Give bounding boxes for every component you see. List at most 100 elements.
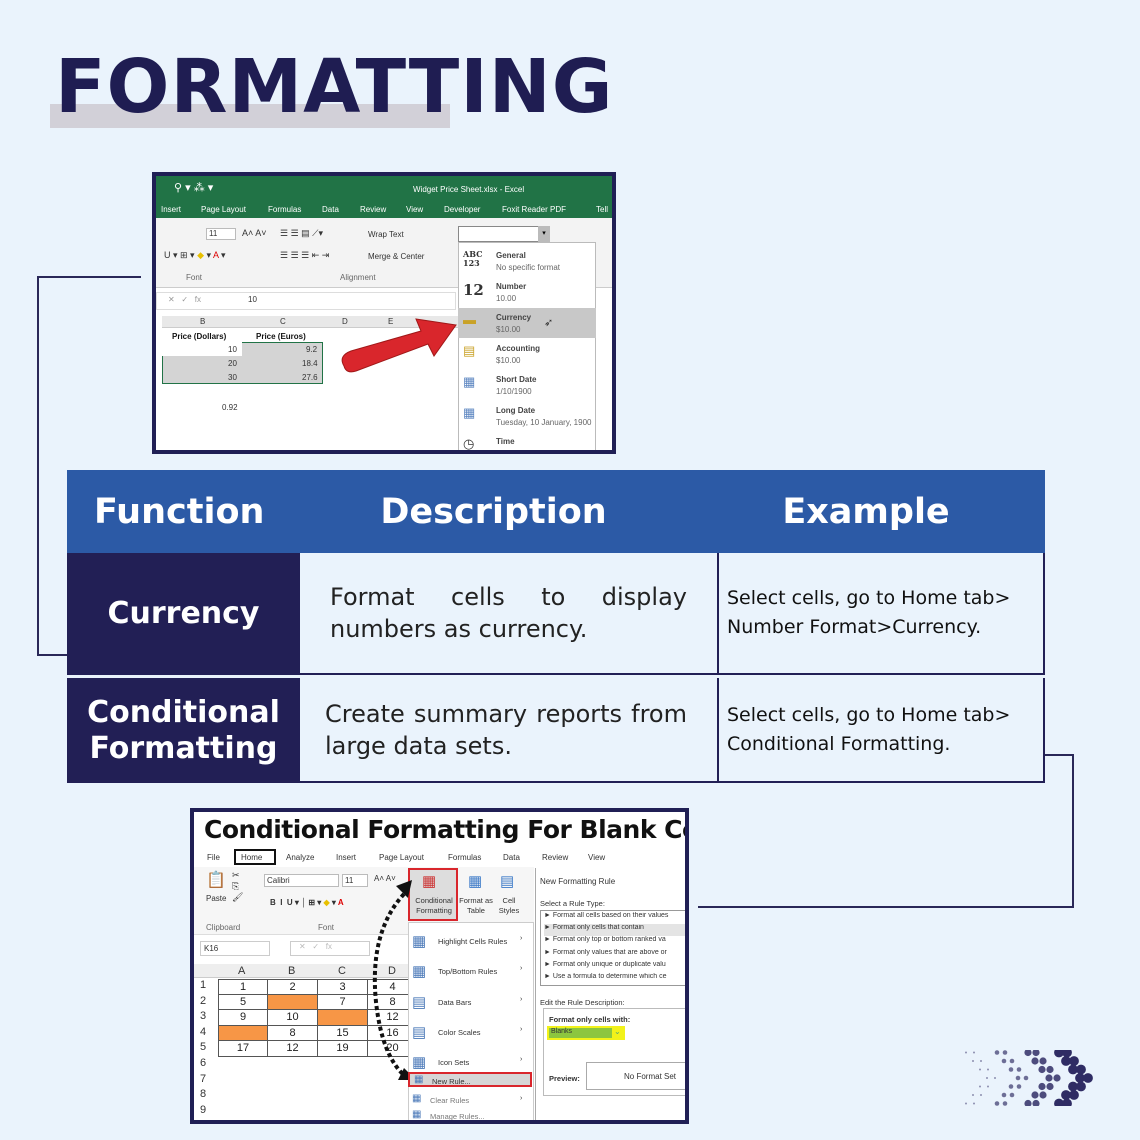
menu-item-clear-rules[interactable]: ▦ Clear Rules ›	[408, 1093, 532, 1108]
tab-view[interactable]: View	[406, 205, 424, 214]
grid-cell[interactable]: 7	[318, 994, 368, 1011]
blanks-dropdown[interactable]	[549, 1028, 612, 1038]
row-number[interactable]: 5	[200, 1041, 207, 1054]
format-option-number[interactable]: 12 Number 10.00	[458, 277, 596, 307]
font-grow-icon[interactable]: A˄ A˅	[242, 228, 267, 238]
number-format-dropdown[interactable]	[458, 226, 550, 242]
tab-formulas[interactable]: Formulas	[268, 205, 302, 214]
tab-developer[interactable]: Developer	[444, 205, 481, 214]
tab-home[interactable]: Home	[241, 853, 263, 862]
formula-value[interactable]: 10	[248, 295, 257, 304]
formula-bar[interactable]: ✕ ✓ fx	[290, 941, 370, 956]
row-number[interactable]: 3	[200, 1010, 207, 1023]
grid-cell[interactable]: 15	[318, 1025, 368, 1042]
paste-icon[interactable]: 📋	[206, 872, 226, 889]
cell[interactable]: 30	[228, 373, 237, 382]
column-header[interactable]: B	[288, 965, 296, 977]
align-icons[interactable]: ☰ ☰ ☰ ⇤ ⇥	[280, 250, 330, 260]
tab-analyze[interactable]: Analyze	[286, 853, 315, 862]
tab-file[interactable]: File	[207, 853, 220, 862]
active-cell[interactable]	[162, 342, 242, 356]
column-header[interactable]: C	[280, 317, 286, 326]
menu-item-color-scales[interactable]: ▤ Color Scales ›	[408, 1021, 532, 1045]
header-cell[interactable]: Price (Dollars)	[172, 332, 227, 341]
grid-cell[interactable]: 10	[268, 1010, 318, 1026]
format-as-table-icon[interactable]: ▦	[468, 873, 483, 890]
align-icons[interactable]: ☰ ☰ ▤ ⟋▾	[280, 228, 323, 238]
menu-item-icon-sets[interactable]: ▦ Icon Sets ›	[408, 1051, 532, 1075]
tab-page-layout[interactable]: Page Layout	[201, 205, 246, 214]
font-size-box[interactable]	[206, 228, 236, 240]
menu-item-data-bars[interactable]: ▤ Data Bars ›	[408, 991, 532, 1015]
row-number[interactable]: 7	[200, 1072, 207, 1085]
grid-cell[interactable]: 8	[268, 1025, 318, 1042]
format-option-short-date[interactable]: ▦ Short Date 1/10/1900	[458, 370, 596, 400]
font-grow-icon[interactable]: A˄ A˅	[374, 874, 396, 883]
grid-cell[interactable]: 5	[218, 994, 268, 1011]
rule-type-option[interactable]: ► Format only values that are above or	[544, 948, 667, 956]
tab-foxit[interactable]: Foxit Reader PDF	[502, 205, 567, 214]
column-header[interactable]: D	[388, 965, 396, 977]
tab-formulas[interactable]: Formulas	[448, 853, 482, 862]
cell[interactable]: 27.6	[302, 373, 318, 382]
tab-insert[interactable]: Insert	[336, 853, 357, 862]
format-option-long-date[interactable]: ▦ Long Date Tuesday, 10 January, 1900	[458, 401, 596, 431]
rule-type-option[interactable]: ► Use a formula to determine which ce	[544, 973, 667, 980]
header-cell[interactable]: Price (Euros)	[256, 332, 306, 341]
cell-styles-icon[interactable]: ▤	[500, 873, 515, 890]
grid-cell[interactable]: 9	[218, 1010, 268, 1026]
grid-cell[interactable]	[318, 1010, 368, 1026]
tab-review[interactable]: Review	[542, 853, 569, 862]
grid-cell[interactable]: 3	[318, 979, 368, 995]
rule-type-option[interactable]: ► Format only unique or duplicate valu	[544, 960, 666, 968]
format-option-accounting[interactable]: ▤ Accounting $10.00	[458, 339, 596, 369]
tab-data[interactable]: Data	[503, 853, 520, 862]
menu-item-new-rule[interactable]: ▦ New Rule...	[408, 1072, 532, 1087]
rule-type-option[interactable]: ► Format all cells based on their values	[544, 912, 669, 919]
name-box[interactable]	[200, 941, 270, 956]
formula-bar[interactable]	[156, 292, 456, 310]
paste-button[interactable]: Paste	[206, 894, 227, 903]
column-header[interactable]: D	[342, 317, 348, 326]
row-number[interactable]: 1	[200, 979, 207, 991]
menu-item-highlight-cells-rules[interactable]: ▦ Highlight Cells Rules ›	[408, 930, 532, 954]
format-option-currency[interactable]: ▬ Currency $10.00 ➶	[458, 308, 596, 338]
cell[interactable]: 9.2	[306, 345, 318, 354]
row-number[interactable]: 2	[200, 994, 207, 1007]
chevron-down-icon[interactable]: ▾	[538, 226, 550, 242]
format-option-time[interactable]: ◷ Time	[458, 432, 596, 450]
tab-tell-me[interactable]: Tell	[596, 205, 609, 214]
grid-cell[interactable]: 17	[218, 1041, 268, 1057]
font-name-box[interactable]	[264, 874, 339, 887]
menu-item-manage-rules[interactable]: ▦ Manage Rules...	[408, 1109, 532, 1120]
column-header[interactable]: E	[388, 317, 394, 326]
grid-cell[interactable]	[268, 994, 318, 1011]
tab-insert[interactable]: Insert	[161, 205, 182, 214]
column-header[interactable]: A	[238, 965, 246, 977]
wrap-text-button[interactable]: Wrap Text	[368, 230, 404, 239]
font-format-icons[interactable]: U ▾ ⊞ ▾ ◆ ▾ A ▾	[164, 250, 226, 260]
column-header[interactable]: B	[200, 317, 206, 326]
format-as-table-button[interactable]: Format as Table	[459, 896, 493, 915]
grid-cell[interactable]: 12	[268, 1041, 318, 1057]
row-number[interactable]: 9	[200, 1103, 207, 1116]
tab-data[interactable]: Data	[322, 205, 339, 214]
cell[interactable]: 10	[228, 345, 237, 354]
cell[interactable]: 18.4	[302, 359, 318, 368]
clipboard-icons[interactable]: ✂⎘🖌	[232, 870, 244, 902]
rule-type-option[interactable]: ► Format only cells that contain	[544, 924, 685, 937]
row-number[interactable]: 4	[200, 1025, 207, 1038]
merge-center-button[interactable]: Merge & Center	[368, 252, 425, 261]
grid-cell[interactable]: 1	[218, 979, 268, 995]
menu-item-top-bottom-rules[interactable]: ▦ Top/Bottom Rules ›	[408, 960, 532, 984]
font-size-box[interactable]	[342, 874, 368, 887]
tab-review[interactable]: Review	[360, 205, 387, 214]
row-number[interactable]: 8	[200, 1088, 207, 1101]
rule-type-option[interactable]: ► Format only top or bottom ranked va	[544, 936, 666, 944]
conditional-formatting-button[interactable]	[408, 868, 458, 921]
grid-cell[interactable]: 19	[318, 1041, 368, 1057]
grid-cell[interactable]: 2	[268, 979, 318, 995]
cell[interactable]: 20	[228, 359, 237, 368]
column-header[interactable]: C	[338, 965, 346, 977]
